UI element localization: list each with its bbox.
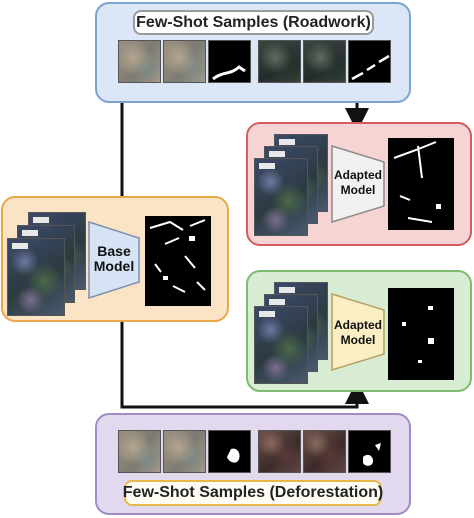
- deforestation-image-4: [303, 430, 346, 473]
- roadwork-title: Few-Shot Samples (Roadwork): [133, 10, 374, 35]
- deforestation-image-1: [118, 430, 161, 473]
- base-output-mask: [145, 216, 211, 306]
- base-model-label: Base Model: [93, 243, 135, 274]
- deforestation-output-mask: [388, 288, 454, 380]
- deforestation-flow-line: [120, 322, 369, 409]
- deforestation-image-2: [163, 430, 206, 473]
- deforestation-mask-1: [208, 430, 251, 473]
- adapted-model-roadwork-block: [331, 144, 385, 224]
- deforestation-image-3: [258, 430, 301, 473]
- deforestation-input-image-front: [254, 306, 308, 384]
- roadwork-image-3: [258, 40, 301, 83]
- roadwork-mask-1: [208, 40, 251, 83]
- roadwork-mask-2: [348, 40, 391, 83]
- roadwork-image-4: [303, 40, 346, 83]
- roadwork-output-mask: [388, 138, 454, 230]
- adapted-model-roadwork-label: Adapted Model: [334, 168, 382, 197]
- base-model-block: [88, 220, 140, 300]
- roadwork-image-1: [118, 40, 161, 83]
- deforestation-mask-2: [348, 430, 391, 473]
- deforestation-title: Few-Shot Samples (Deforestation): [123, 480, 383, 506]
- adapted-model-deforestation-block: [331, 292, 385, 372]
- roadwork-input-image-front: [254, 158, 308, 236]
- base-input-image-front: [7, 238, 65, 316]
- roadwork-image-2: [163, 40, 206, 83]
- adapted-model-deforestation-label: Adapted Model: [334, 318, 382, 347]
